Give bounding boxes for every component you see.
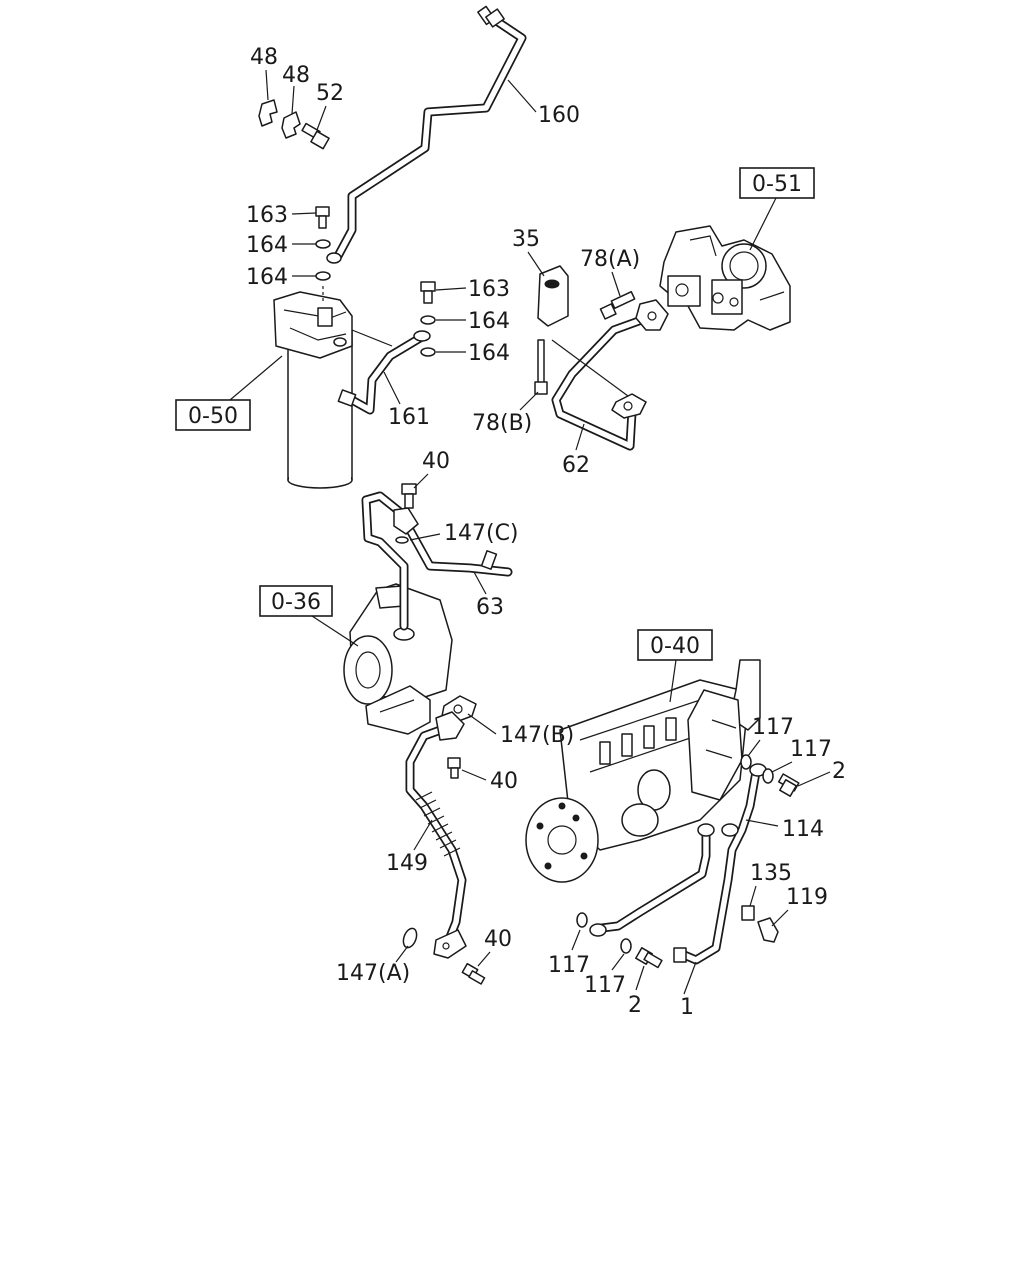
callout-149: 149 bbox=[386, 851, 428, 876]
ref-label-0-36: 0-36 bbox=[271, 590, 321, 615]
callout-164-d: 164 bbox=[468, 341, 510, 366]
callout-1: 1 bbox=[680, 995, 694, 1020]
callout-62: 62 bbox=[562, 453, 590, 478]
turbocharger-assembly bbox=[343, 583, 453, 735]
callout-78b: 78(B) bbox=[472, 411, 532, 436]
callout-2-b: 2 bbox=[628, 993, 642, 1018]
washer-117-a bbox=[740, 754, 752, 770]
bolt-78a bbox=[599, 290, 636, 320]
washer-117-d bbox=[620, 938, 632, 954]
washer-164-a bbox=[315, 239, 331, 249]
callout-2-a: 2 bbox=[832, 759, 846, 784]
callout-117-c: 117 bbox=[548, 953, 590, 978]
callout-52: 52 bbox=[316, 81, 344, 106]
washer-117-b bbox=[762, 768, 774, 784]
bolt-40-a bbox=[401, 483, 417, 509]
fuel-filter-assembly bbox=[273, 291, 393, 489]
gasket-35 bbox=[537, 265, 569, 327]
callout-147b: 147(B) bbox=[500, 723, 574, 748]
nut-135 bbox=[741, 905, 755, 921]
ref-box-0-50[interactable]: 0-50 bbox=[175, 399, 251, 431]
callout-40-b: 40 bbox=[490, 769, 518, 794]
clip-48-a bbox=[258, 69, 278, 127]
callout-164-a: 164 bbox=[246, 233, 288, 258]
callout-119: 119 bbox=[786, 885, 828, 910]
callout-35: 35 bbox=[512, 227, 540, 252]
ref-box-0-40[interactable]: 0-40 bbox=[637, 629, 713, 661]
hose-149 bbox=[405, 711, 467, 959]
clip-119 bbox=[757, 917, 779, 943]
callout-147c: 147(C) bbox=[444, 521, 519, 546]
pipe-160-fitting bbox=[477, 5, 505, 28]
callout-164-c: 164 bbox=[468, 309, 510, 334]
bolt-52 bbox=[301, 105, 330, 150]
washer-164-b bbox=[315, 271, 331, 281]
ref-label-0-40: 0-40 bbox=[650, 634, 700, 659]
bolt-163-a bbox=[315, 206, 330, 229]
washer-164-d bbox=[420, 347, 436, 357]
callout-135: 135 bbox=[750, 861, 792, 886]
callout-160: 160 bbox=[538, 103, 580, 128]
callout-78a: 78(A) bbox=[580, 247, 640, 272]
callout-164-b: 164 bbox=[246, 265, 288, 290]
pipe-161 bbox=[337, 330, 431, 415]
callout-161: 161 bbox=[388, 405, 430, 430]
washer-117-c bbox=[576, 912, 588, 928]
callout-117-b: 117 bbox=[790, 737, 832, 762]
bolt-2-b bbox=[635, 947, 663, 969]
callout-114: 114 bbox=[782, 817, 824, 842]
callout-163-a: 163 bbox=[246, 203, 288, 228]
ref-label-0-51: 0-51 bbox=[752, 172, 802, 197]
callout-40-a: 40 bbox=[422, 449, 450, 474]
washer-164-c bbox=[420, 315, 436, 325]
ref-box-0-51[interactable]: 0-51 bbox=[739, 167, 815, 199]
bolt-2-a bbox=[777, 773, 800, 797]
washer-147c bbox=[395, 536, 409, 544]
callouts: 48 48 52 160 163 164 164 163 164 164 161… bbox=[246, 45, 846, 1020]
callout-48-a: 48 bbox=[250, 45, 278, 70]
callout-117-d: 117 bbox=[584, 973, 626, 998]
ref-box-0-36[interactable]: 0-36 bbox=[259, 585, 333, 617]
pipe-63 bbox=[361, 491, 513, 631]
pipe-1 bbox=[673, 763, 767, 965]
pipe-160 bbox=[326, 5, 527, 264]
callout-40-c: 40 bbox=[484, 927, 512, 952]
bolt-78b bbox=[534, 339, 548, 395]
bolt-163-b bbox=[420, 281, 436, 304]
callout-48-b: 48 bbox=[282, 63, 310, 88]
callout-63: 63 bbox=[476, 595, 504, 620]
pipe-62 bbox=[551, 299, 669, 451]
callout-147a: 147(A) bbox=[336, 961, 410, 986]
bolt-40-b bbox=[447, 757, 461, 779]
clip-48-b bbox=[281, 85, 301, 139]
pump-plungers bbox=[599, 717, 677, 765]
ref-label-0-50: 0-50 bbox=[188, 404, 238, 429]
gasket-147a bbox=[402, 927, 418, 949]
bolt-40-c bbox=[461, 962, 486, 985]
oil-pump-assembly bbox=[659, 225, 791, 331]
callout-163-b: 163 bbox=[468, 277, 510, 302]
callout-117-a: 117 bbox=[752, 715, 794, 740]
pipe-114 bbox=[589, 823, 715, 937]
injection-pump-assembly bbox=[525, 659, 761, 883]
